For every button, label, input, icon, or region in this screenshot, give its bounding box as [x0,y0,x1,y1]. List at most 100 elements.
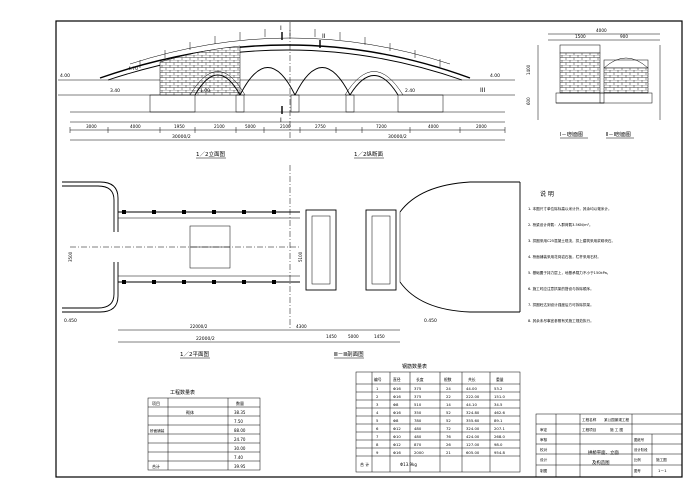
t2-cell: 324.80 [466,410,480,415]
dim-label: 4000 [130,124,141,129]
plan-dim: 4300 [296,324,307,329]
t2-cell: 5 [376,418,379,423]
t2-cell: 24 [446,386,451,391]
t1-cell: 38.35 [234,410,246,415]
t2-cell: Φ16 [393,410,401,415]
t2-cell: 207.1 [494,426,505,431]
level-label: 1.00 [200,88,210,94]
sec-dim: 1500 [575,34,586,39]
table2-title: 钢筋数量表 [402,363,427,370]
dim-label: 2100 [214,124,225,129]
t2-cell: 510 [414,402,422,407]
t2-header: 根数 [444,377,452,382]
t2-cell: 6 [376,426,379,431]
total-dim-right: 30000/2 [388,134,407,140]
elevation-title: 1／2立面图 [196,150,225,158]
t2-total-label: 合 计 [360,461,369,467]
dim-label: 2000 [476,124,487,129]
tb-project-value: 某公园景观工程 [604,417,630,422]
tb-scale: 施工图 [656,457,667,462]
t2-cell: 76 [446,434,451,439]
t2-cell: 53.2 [494,386,503,391]
note-line: 1. 本图尺寸单位除标高以米计外，其余均以毫米计。 [528,206,612,211]
t2-cell: 26 [446,442,451,447]
note-line: 4. 桥面铺装采用花岗岩石板，栏杆采用石材。 [528,254,601,259]
sec-dim: 1400 [526,64,531,75]
plan-level: 0.450 [424,318,437,324]
plan-title: 1／2平面图 [180,350,209,358]
level-label: 4.70 [128,66,138,72]
sheet-frame [55,20,683,478]
note-line: 5. 基础置于持力层上，地基承载力不小于150kPa。 [528,270,610,275]
t2-cell: 324.00 [466,426,480,431]
t2-header: 长度 [416,377,424,382]
section-mark-1b: I [280,117,282,124]
t1-cell: 39.95 [234,464,246,469]
plan-dim: 22000/2 [190,324,208,329]
quantity-table: 工程数量表 项目 数量 砌体 38.35 7.50 桥面铺装 88.00 24.… [147,389,261,471]
t2-header: 共长 [468,377,476,382]
tb-right-label: 设计阶段 [634,447,648,452]
tb-project-label: 工程名称 [582,417,597,422]
dim-label: 1950 [174,124,185,129]
dim-label: 3000 [86,124,97,129]
profile-title: 1／2纵断面 [354,150,383,158]
t1-cell: 砌体 [186,409,194,415]
t2-cell: Φ8 [393,418,399,423]
note-line: 6. 施工时应注意拱架的搭设与拆除顺序。 [528,286,594,291]
section-mark-1a: I [280,25,282,32]
level-label: 4.00 [60,73,70,79]
t1-cell: 24.70 [234,437,246,442]
t2-cell: 3 [376,402,379,407]
t2-cell: 21 [446,450,451,455]
t2-cell: 44.10 [466,402,477,407]
t1-cell: 88.00 [234,428,246,433]
note-line: 7. 拱圈砼达到设计强度后方可拆除拱架。 [528,302,594,307]
t2-cell: 1 [376,386,379,391]
t1-cell: 30.00 [234,446,246,451]
note-line: 3. 拱圈采用C25混凝土现浇，拱上建筑采用浆砌块石。 [528,238,615,243]
t2-cell: 2000 [414,450,424,455]
table1-title: 工程数量表 [170,389,195,396]
t2-cell: 268.0 [494,434,505,439]
t2-cell: Φ12 [393,442,401,447]
tb-label: 设计 [540,457,548,462]
t2-cell: 355.60 [466,418,480,423]
t1-cell: 数量 [236,400,244,406]
tb-right-label: 比例 [634,457,641,462]
dim-label: 2100 [280,124,291,129]
sec-dim: 600 [526,97,531,105]
dim-label: 2750 [315,124,326,129]
t2-cell: 8 [376,442,379,447]
section-mark-2a: II [322,33,326,40]
t1-cell: 项目 [152,400,160,406]
tb-label: 制图 [540,468,548,473]
t2-cell: Φ16 [393,394,401,399]
t2-cell: 44.00 [466,386,477,391]
t2-cell: 462.6 [494,410,505,415]
t2-cell: 52 [446,410,451,415]
t2-cell: Φ8 [393,402,399,407]
t2-cell: 954.8 [494,450,505,455]
t1-cell: 7.50 [234,419,243,424]
t2-cell: 52 [446,418,451,423]
notes-block: 说 明 1. 本图尺寸单位除标高以米计外，其余均以毫米计。 2. 桥梁设计荷载：… [528,190,615,323]
level-label: 4.00 [490,73,500,79]
t2-cell: 34.5 [494,402,503,407]
t2-cell: 480 [414,434,422,439]
tb-right-label: 图号 [634,468,641,473]
t2-cell: 222.00 [466,394,480,399]
t2-cell: 98.0 [494,442,503,447]
level-label: 2.40 [405,88,415,94]
t2-cell: 605.00 [466,450,480,455]
tb-label: 校对 [540,447,548,452]
t2-cell: 780 [414,418,422,423]
side-dim: 5100 [298,251,303,262]
tb-label: 审核 [540,437,548,442]
title-block: 工程名称 某公园景观工程 工程项目 施 工 图 审定 审核 校对 设计 制图 拱… [535,413,683,478]
t2-cell: 72 [446,426,451,431]
section-mark-3: III [480,87,486,94]
t2-cell: 9 [376,450,379,455]
